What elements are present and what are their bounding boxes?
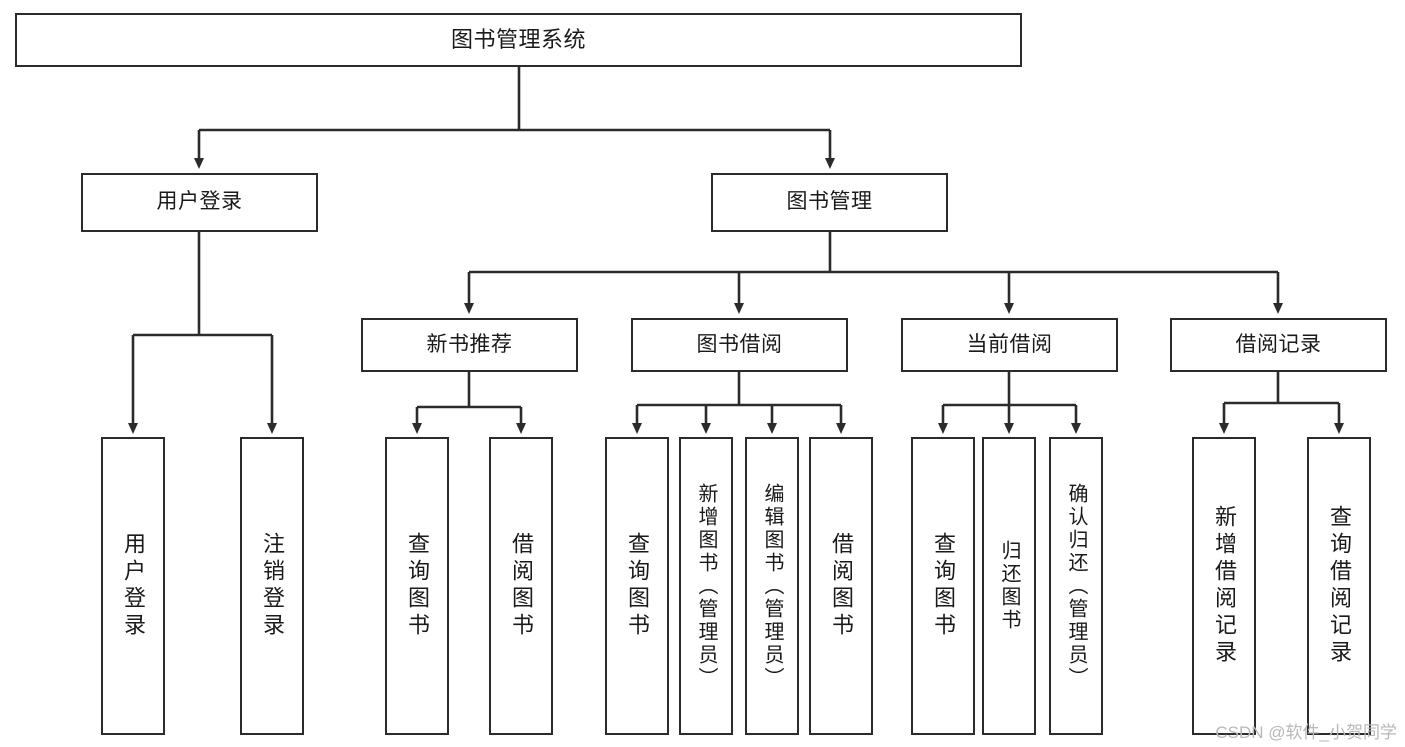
node-label: 新增图书（管理员） [695,482,717,690]
node-label: 查询借阅记录 [1327,505,1352,667]
node-user-login[interactable]: 用户登录 [81,173,318,232]
leaf-confirm-return-admin[interactable]: 确认归还（管理员） [1049,437,1103,735]
node-current-borrow[interactable]: 当前借阅 [901,318,1118,372]
leaf-borrow-book-recommend[interactable]: 借阅图书 [489,437,553,735]
node-label: 编辑图书（管理员） [761,482,783,690]
leaf-query-borrow-record[interactable]: 查询借阅记录 [1307,437,1371,735]
leaf-borrow-book-borrow[interactable]: 借阅图书 [809,437,873,735]
node-label: 查询图书 [405,532,430,640]
node-label: 查询图书 [931,532,956,640]
leaf-add-book-admin[interactable]: 新增图书（管理员） [679,437,733,735]
watermark: CSDN @软件_小贺同学 [1215,723,1397,742]
node-label: 新增借阅记录 [1212,505,1237,667]
leaf-user-login[interactable]: 用户登录 [101,437,165,735]
node-label: 用户登录 [121,532,146,640]
node-label: 借阅记录 [1235,332,1322,356]
node-label: 查询图书 [625,532,650,640]
node-label: 借阅图书 [509,532,534,640]
node-label: 确认归还（管理员） [1065,482,1087,690]
node-book-borrow[interactable]: 图书借阅 [631,318,848,372]
node-label: 用户登录 [156,190,243,214]
leaf-add-borrow-record[interactable]: 新增借阅记录 [1192,437,1256,735]
leaf-return-book[interactable]: 归还图书 [982,437,1036,735]
leaf-edit-book-admin[interactable]: 编辑图书（管理员） [745,437,799,735]
leaf-query-book-current[interactable]: 查询图书 [911,437,975,735]
node-label: 当前借阅 [966,332,1053,356]
node-label: 新书推荐 [426,332,513,356]
node-label: 注销登录 [260,532,285,640]
node-label: 图书管理 [786,190,873,214]
node-new-book-recommend[interactable]: 新书推荐 [361,318,578,372]
node-label: 借阅图书 [829,532,854,640]
node-label: 图书管理系统 [450,27,586,53]
leaf-query-book-borrow[interactable]: 查询图书 [605,437,669,735]
node-label: 归还图书 [998,540,1020,632]
node-root-book-management-system[interactable]: 图书管理系统 [15,13,1022,67]
node-book-management[interactable]: 图书管理 [711,173,948,232]
leaf-logout-login[interactable]: 注销登录 [240,437,304,735]
node-borrow-record[interactable]: 借阅记录 [1170,318,1387,372]
leaf-query-book-recommend[interactable]: 查询图书 [385,437,449,735]
node-label: 图书借阅 [696,332,783,356]
